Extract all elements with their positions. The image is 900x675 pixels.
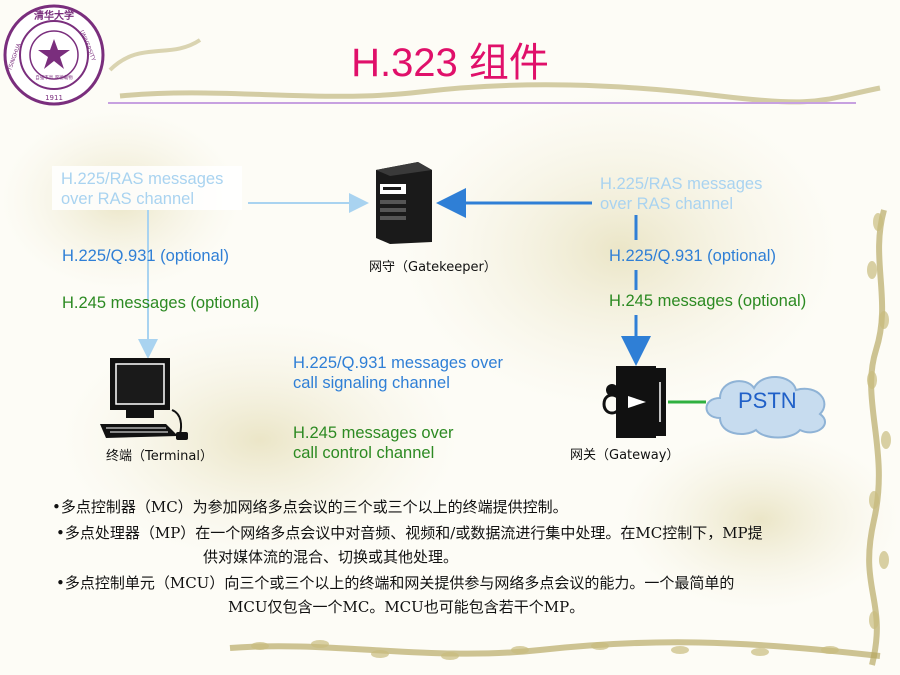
terminal-computer-icon: [100, 358, 188, 440]
page-title: H.323 组件: [351, 41, 549, 85]
bullet-list: •多点控制器（MC）为参加网络多点会议的三个或三个以上的终端提供控制。 •多点处…: [52, 495, 862, 619]
logo-ring-text-top: 清华大学: [34, 9, 74, 22]
bullet-mc-line-1: •多点控制器（MC）为参加网络多点会议的三个或三个以上的终端提供控制。: [52, 498, 568, 516]
left-ras-line-2: over RAS channel: [61, 190, 194, 208]
university-logo: 清华大学 1911 TSINGHUA UNIVERSITY 自强不息 厚德载物: [3, 4, 105, 106]
right-h245-label: H.245 messages (optional): [609, 292, 807, 310]
right-q931-label: H.225/Q.931 (optional): [609, 247, 776, 265]
logo-inner-text: 自强不息 厚德载物: [35, 74, 73, 81]
gateway-icon: [602, 366, 666, 438]
logo-year: 1911: [45, 94, 63, 102]
center-q931-line-2: call signaling channel: [293, 374, 450, 392]
left-ras-box: [52, 166, 242, 210]
gatekeeper-caption: 网守（Gatekeeper）: [369, 260, 497, 275]
bullet-mcu-line-1: •多点控制单元（MCU）向三个或三个以上的终端和网关提供参与网络多点会议的能力。…: [56, 574, 735, 592]
right-ras-line-1: H.225/RAS messages: [600, 175, 763, 193]
center-h245-line-2: call control channel: [293, 444, 435, 462]
gateway-caption: 网关（Gateway）: [570, 448, 680, 463]
title-divider: [108, 102, 856, 104]
bullet-mp-line-1: •多点处理器（MP）在一个网络多点会议中对音频、视频和/或数据流进行集中处理。在…: [56, 524, 763, 542]
bullet-mp: •多点处理器（MP）在一个网络多点会议中对音频、视频和/或数据流进行集中处理。在…: [52, 521, 862, 569]
left-ras-line-1: H.225/RAS messages: [61, 170, 224, 188]
center-h245-line-1: H.245 messages over: [293, 424, 454, 442]
bullet-mp-line-2: 供对媒体流的混合、切换或其他处理。: [203, 548, 459, 566]
right-ras-line-2: over RAS channel: [600, 195, 733, 213]
bullet-mc: •多点控制器（MC）为参加网络多点会议的三个或三个以上的终端提供控制。: [52, 495, 862, 519]
bullet-mcu-line-2: MCU仅包含一个MC。MCU也可能包含若干个MP。: [228, 598, 585, 616]
terminal-caption: 终端（Terminal）: [106, 449, 213, 464]
gatekeeper-server-icon: [376, 162, 432, 244]
pstn-label: PSTN: [738, 388, 797, 413]
center-q931-line-1: H.225/Q.931 messages over: [293, 354, 504, 372]
bullet-mcu: •多点控制单元（MCU）向三个或三个以上的终端和网关提供参与网络多点会议的能力。…: [52, 571, 862, 619]
left-h245-label: H.245 messages (optional): [62, 294, 260, 312]
left-q931-label: H.225/Q.931 (optional): [62, 247, 229, 265]
pstn-cloud-icon: [705, 375, 826, 439]
